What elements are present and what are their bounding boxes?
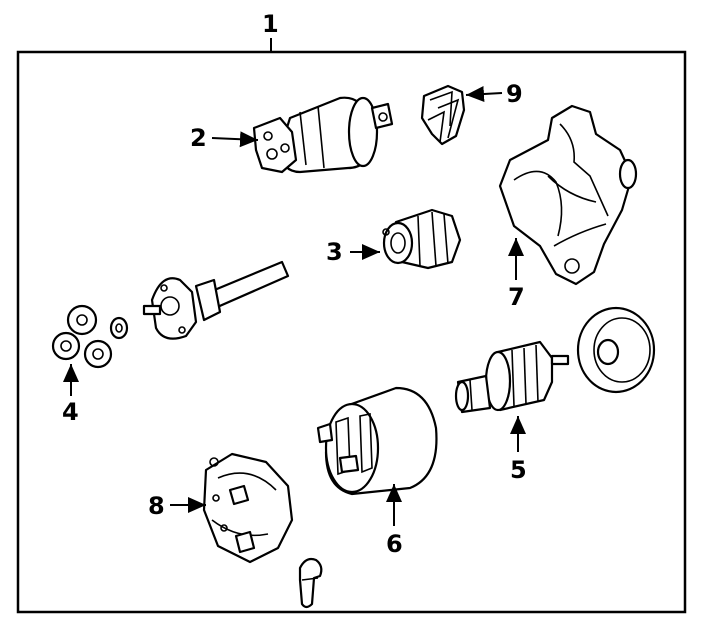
callout-4: 4 [62,398,79,426]
callout-6: 6 [386,530,403,558]
callout-9-arrow [465,86,503,102]
callout-9: 9 [506,80,523,108]
armature [454,340,570,414]
callout-3: 3 [326,238,343,266]
callout-1: 1 [262,10,279,38]
callout-7: 7 [508,283,525,311]
brush-holder [202,452,294,564]
through-bolt [298,557,323,609]
starter-drive [382,208,462,270]
planetary-gears [51,304,129,369]
callout-2-arrow [211,131,259,148]
drive-end-housing [498,104,638,286]
seal-disc [576,306,656,394]
solenoid-switch [252,96,394,174]
planetary-shaft [142,260,290,340]
callout-5: 5 [510,456,527,484]
field-frame [316,386,438,496]
callout-8: 8 [148,492,165,520]
assembly-frame [16,50,687,614]
callout-2: 2 [190,124,207,152]
clip-set [420,84,466,146]
